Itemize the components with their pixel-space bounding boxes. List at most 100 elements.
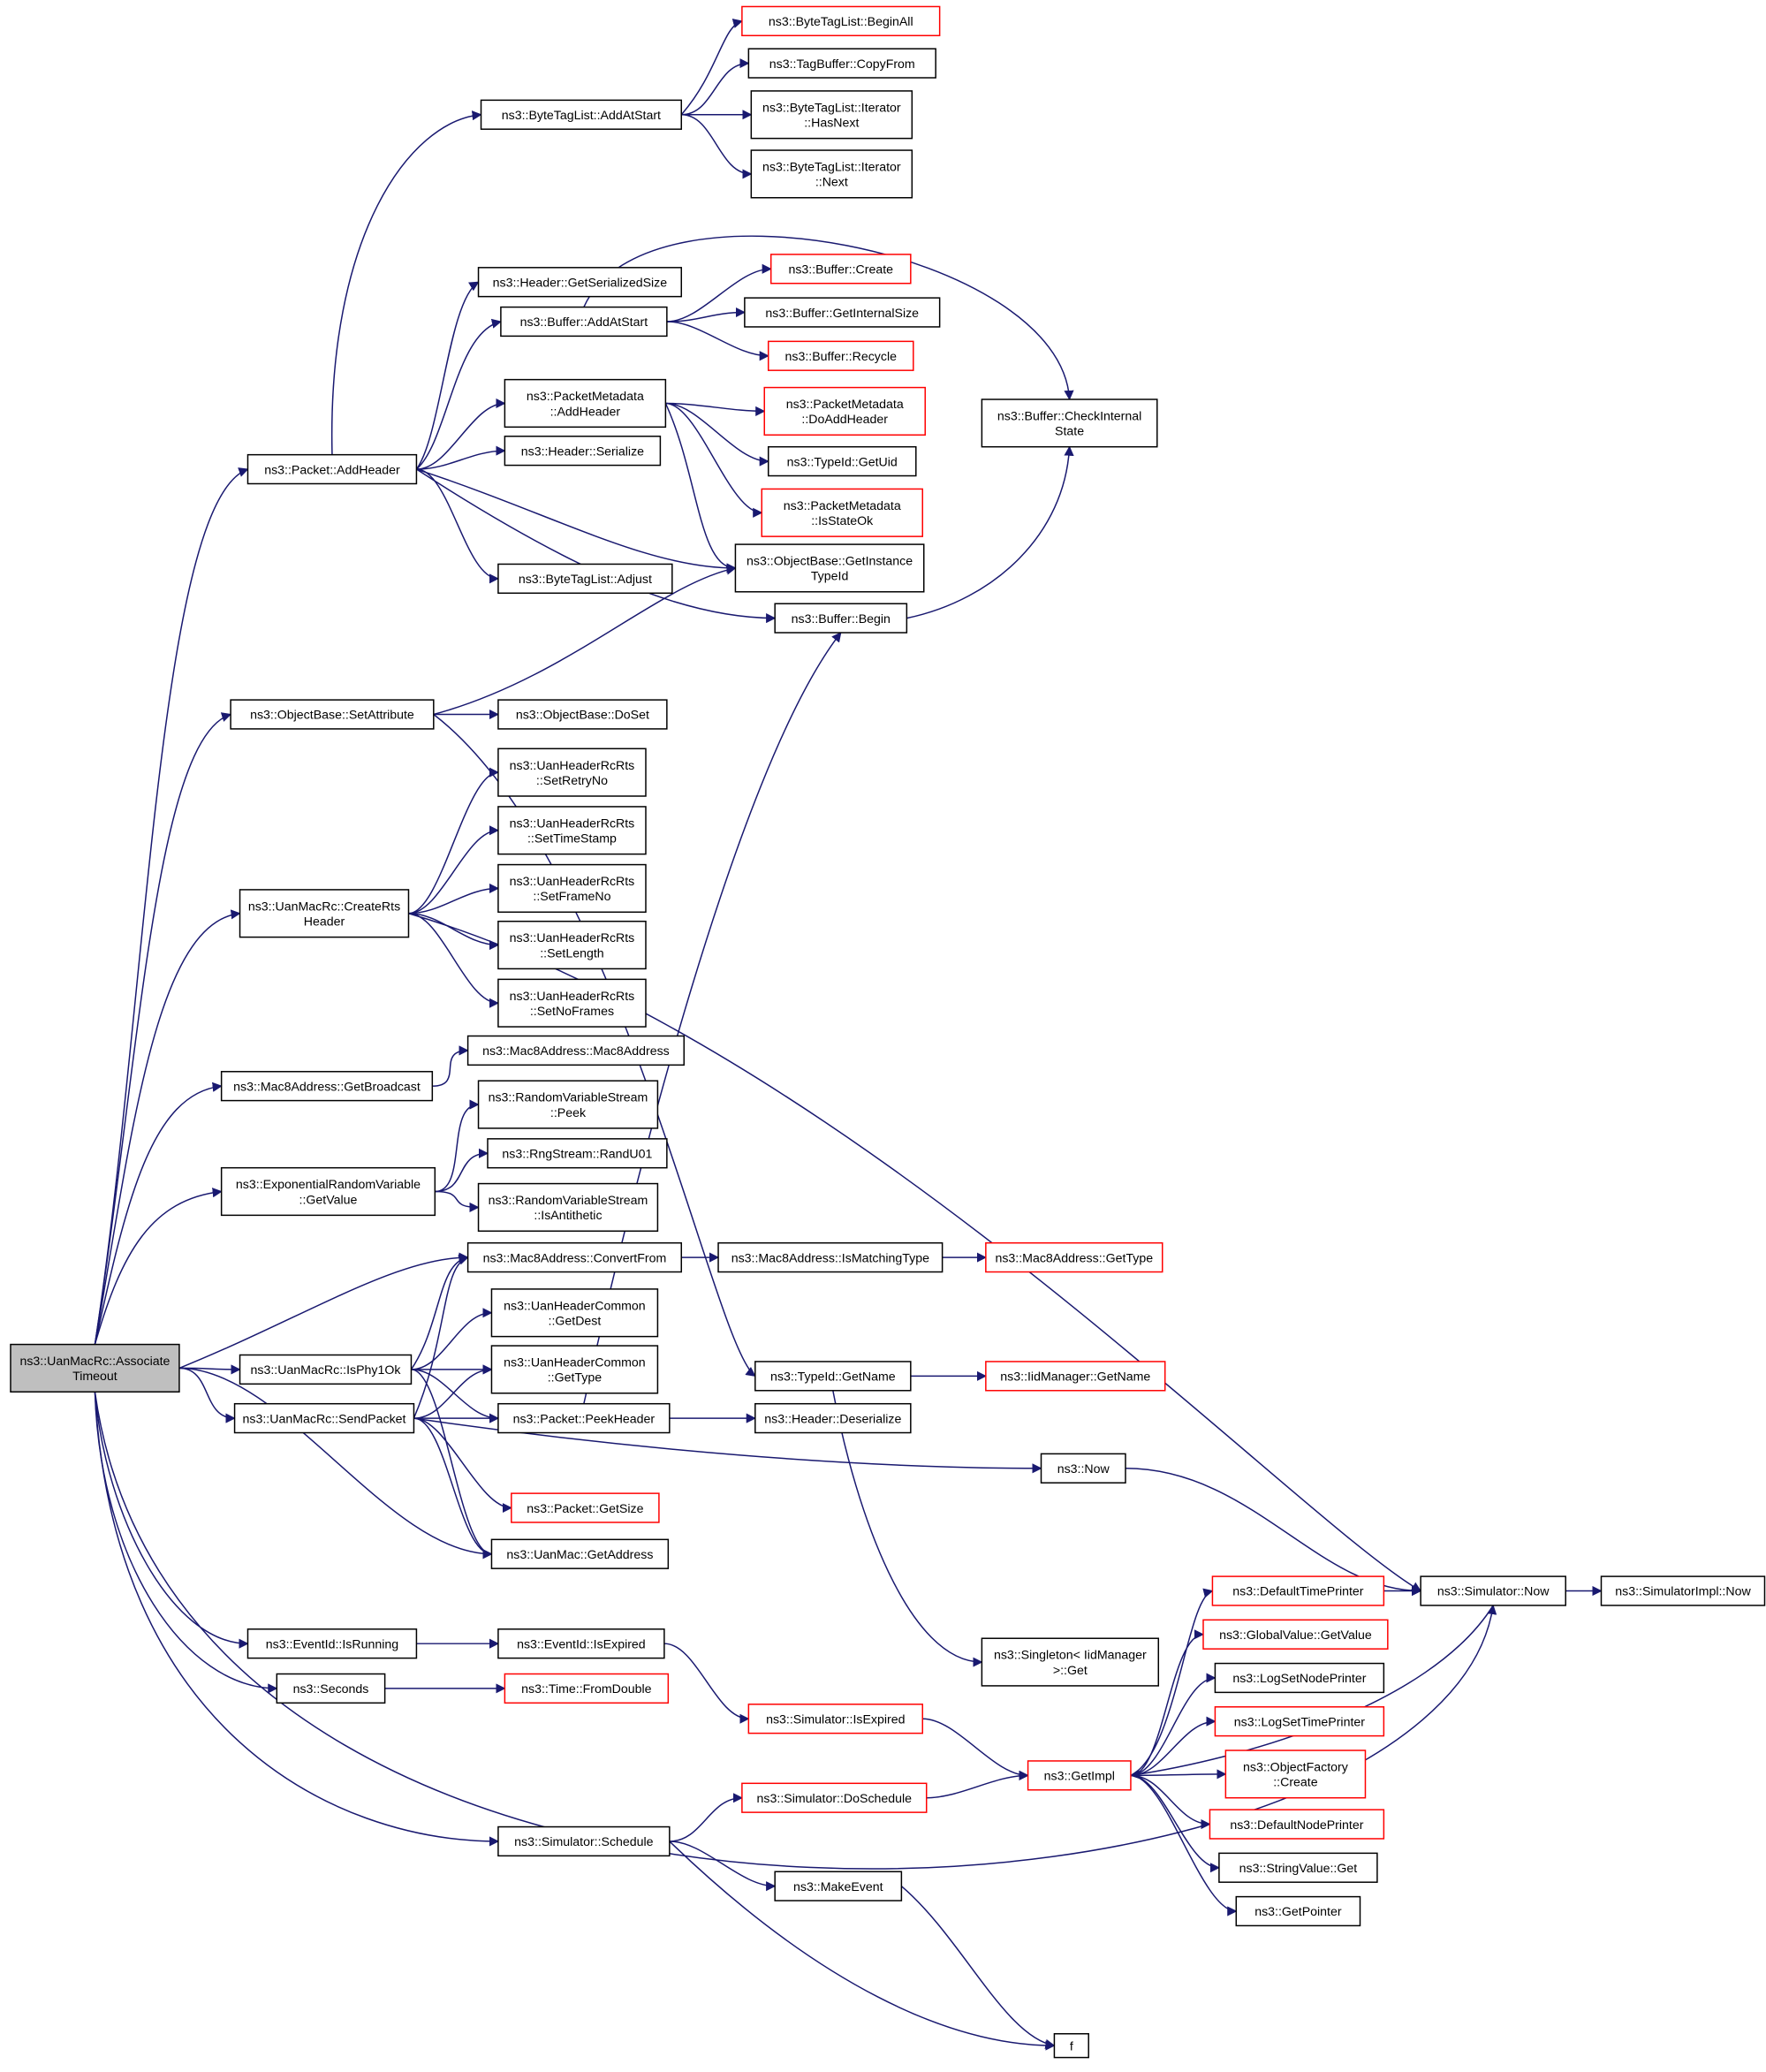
node-logsettimeprinter[interactable]: ns3::LogSetTimePrinter (1214, 1706, 1385, 1737)
node-deserialize[interactable]: ns3::Header::Deserialize (754, 1402, 912, 1434)
node-isantithetic[interactable]: ns3::RandomVariableStream::IsAntithetic (477, 1182, 659, 1233)
node-box-buffer_addatstart[interactable] (500, 306, 668, 338)
node-rvs_peek[interactable]: ns3::RandomVariableStream::Peek (477, 1080, 659, 1129)
node-uhc_gettype[interactable]: ns3::UanHeaderCommon::GetType (490, 1345, 659, 1394)
node-box-seconds[interactable] (276, 1673, 386, 1704)
node-box-mac8_ctor[interactable] (466, 1035, 685, 1066)
node-box-iter_hasnext[interactable] (750, 90, 913, 140)
node-box-doset[interactable] (497, 699, 668, 730)
node-box-setframeno[interactable] (497, 863, 647, 914)
node-box-makeevent[interactable] (774, 1871, 903, 1901)
node-pm_addheader[interactable]: ns3::PacketMetadata::AddHeader (504, 378, 667, 429)
node-sim_isexpired[interactable]: ns3::Simulator::IsExpired (747, 1704, 923, 1734)
node-adjust[interactable]: ns3::ByteTagList::Adjust (497, 563, 673, 595)
node-box-buffer_begin[interactable] (774, 603, 908, 634)
node-copyfrom[interactable]: ns3::TagBuffer::CopyFrom (747, 48, 936, 79)
node-box-sv_get[interactable] (1218, 1852, 1378, 1883)
node-box-now[interactable] (1040, 1453, 1126, 1484)
node-getbroadcast[interactable]: ns3::Mac8Address::GetBroadcast (220, 1071, 434, 1102)
node-box-setattribute[interactable] (230, 699, 435, 730)
node-box-deserialize[interactable] (754, 1402, 912, 1434)
node-header_serialize[interactable]: ns3::Header::Serialize (504, 436, 662, 467)
node-box-setlength[interactable] (497, 920, 647, 970)
node-box-simimpl_now[interactable] (1600, 1575, 1766, 1606)
node-box-adjust[interactable] (497, 563, 673, 595)
node-getinternalsize[interactable]: ns3::Buffer::GetInternalSize (744, 297, 941, 328)
node-seconds[interactable]: ns3::Seconds (276, 1673, 386, 1704)
node-uhc_getdest[interactable]: ns3::UanHeaderCommon::GetDest (490, 1288, 659, 1338)
node-box-logsettimeprinter[interactable] (1214, 1706, 1385, 1737)
node-btl_addatstart[interactable]: ns3::ByteTagList::AddAtStart (480, 99, 683, 130)
node-box-typeid_getuid[interactable] (767, 445, 917, 477)
node-box-convertfrom[interactable] (466, 1241, 683, 1273)
node-box-uhc_gettype[interactable] (490, 1345, 659, 1394)
node-box-isantithetic[interactable] (477, 1182, 659, 1233)
node-box-header_serialize[interactable] (504, 436, 662, 467)
node-box-pm_addheader[interactable] (504, 378, 667, 429)
node-box-logsetnodeprinter[interactable] (1214, 1662, 1385, 1694)
node-box-fromdouble[interactable] (504, 1673, 670, 1704)
node-box-getimpl[interactable] (1027, 1760, 1132, 1791)
node-pm_isstateok[interactable]: ns3::PacketMetadata::IsStateOk (761, 488, 923, 537)
node-ismatchingtype[interactable]: ns3::Mac8Address::IsMatchingType (717, 1241, 944, 1273)
node-getaddress[interactable]: ns3::UanMac::GetAddress (490, 1538, 670, 1569)
node-singleton_get[interactable]: ns3::Singleton< IidManager>::Get (981, 1637, 1160, 1687)
node-buffer_addatstart[interactable]: ns3::Buffer::AddAtStart (500, 306, 668, 338)
node-box-gv_getvalue[interactable] (1202, 1619, 1389, 1650)
node-box-setretryno[interactable] (497, 748, 647, 797)
node-iter_hasnext[interactable]: ns3::ByteTagList::Iterator::HasNext (750, 90, 913, 140)
node-box-getserializedsize[interactable] (477, 267, 683, 298)
node-isrunning[interactable]: ns3::EventId::IsRunning (246, 1628, 418, 1659)
node-sendpacket[interactable]: ns3::UanMacRc::SendPacket (233, 1402, 415, 1434)
node-box-isphy1ok[interactable] (239, 1354, 413, 1385)
node-box-getpointer[interactable] (1235, 1895, 1361, 1927)
node-packet_addheader[interactable]: ns3::Packet::AddHeader (246, 453, 418, 485)
node-box-getbroadcast[interactable] (220, 1071, 434, 1102)
node-getserializedsize[interactable]: ns3::Header::GetSerializedSize (477, 267, 683, 298)
node-box-defaultnodeprinter[interactable] (1209, 1809, 1385, 1840)
node-buffer_create[interactable]: ns3::Buffer::Create (769, 254, 912, 285)
node-box-getinstancetypeid[interactable] (734, 543, 925, 593)
node-randu01[interactable]: ns3::RngStream::RandU01 (487, 1138, 668, 1169)
node-exp_getvalue[interactable]: ns3::ExponentialRandomVariable::GetValue (220, 1166, 436, 1217)
node-pm_doaddheader[interactable]: ns3::PacketMetadata::DoAddHeader (763, 386, 926, 436)
node-box-defaulttimeprinter[interactable] (1211, 1575, 1385, 1606)
node-box-mac8_gettype[interactable] (985, 1241, 1163, 1273)
node-box-of_create[interactable] (1224, 1749, 1367, 1799)
node-box-beginall[interactable] (741, 5, 941, 37)
node-fromdouble[interactable]: ns3::Time::FromDouble (504, 1673, 670, 1704)
node-setlength[interactable]: ns3::UanHeaderRcRts::SetLength (497, 920, 647, 970)
node-box-getinternalsize[interactable] (744, 297, 941, 328)
node-defaulttimeprinter[interactable]: ns3::DefaultTimePrinter (1211, 1575, 1385, 1606)
node-box-schedule[interactable] (497, 1825, 671, 1857)
node-mac8_ctor[interactable]: ns3::Mac8Address::Mac8Address (466, 1035, 685, 1066)
node-sv_get[interactable]: ns3::StringValue::Get (1218, 1852, 1378, 1883)
node-box-uhc_getdest[interactable] (490, 1288, 659, 1338)
node-box-f[interactable] (1053, 2032, 1089, 2059)
node-box-btl_addatstart[interactable] (480, 99, 683, 130)
node-box-buffer_create[interactable] (769, 254, 912, 285)
node-setattribute[interactable]: ns3::ObjectBase::SetAttribute (230, 699, 435, 730)
node-convertfrom[interactable]: ns3::Mac8Address::ConvertFrom (466, 1241, 683, 1273)
node-beginall[interactable]: ns3::ByteTagList::BeginAll (741, 5, 941, 37)
node-box-creatertsheader[interactable] (239, 889, 410, 938)
node-iid_getname[interactable]: ns3::IidManager::GetName (985, 1361, 1166, 1392)
node-logsetnodeprinter[interactable]: ns3::LogSetNodePrinter (1214, 1662, 1385, 1694)
node-box-settimestamp[interactable] (497, 806, 647, 855)
node-box-setnoframes[interactable] (497, 978, 647, 1028)
node-settimestamp[interactable]: ns3::UanHeaderRcRts::SetTimeStamp (497, 806, 647, 855)
node-setframeno[interactable]: ns3::UanHeaderRcRts::SetFrameNo (497, 863, 647, 914)
node-buffer_recycle[interactable]: ns3::Buffer::Recycle (767, 340, 914, 371)
node-getsize[interactable]: ns3::Packet::GetSize (511, 1492, 660, 1523)
node-box-iid_getname[interactable] (985, 1361, 1166, 1392)
node-box-getsize[interactable] (511, 1492, 660, 1523)
node-gv_getvalue[interactable]: ns3::GlobalValue::GetValue (1202, 1619, 1389, 1650)
node-doset[interactable]: ns3::ObjectBase::DoSet (497, 699, 668, 730)
node-box-packet_addheader[interactable] (246, 453, 418, 485)
node-schedule[interactable]: ns3::Simulator::Schedule (497, 1825, 671, 1857)
node-box-randu01[interactable] (487, 1138, 668, 1169)
node-box-pm_isstateok[interactable] (761, 488, 923, 537)
